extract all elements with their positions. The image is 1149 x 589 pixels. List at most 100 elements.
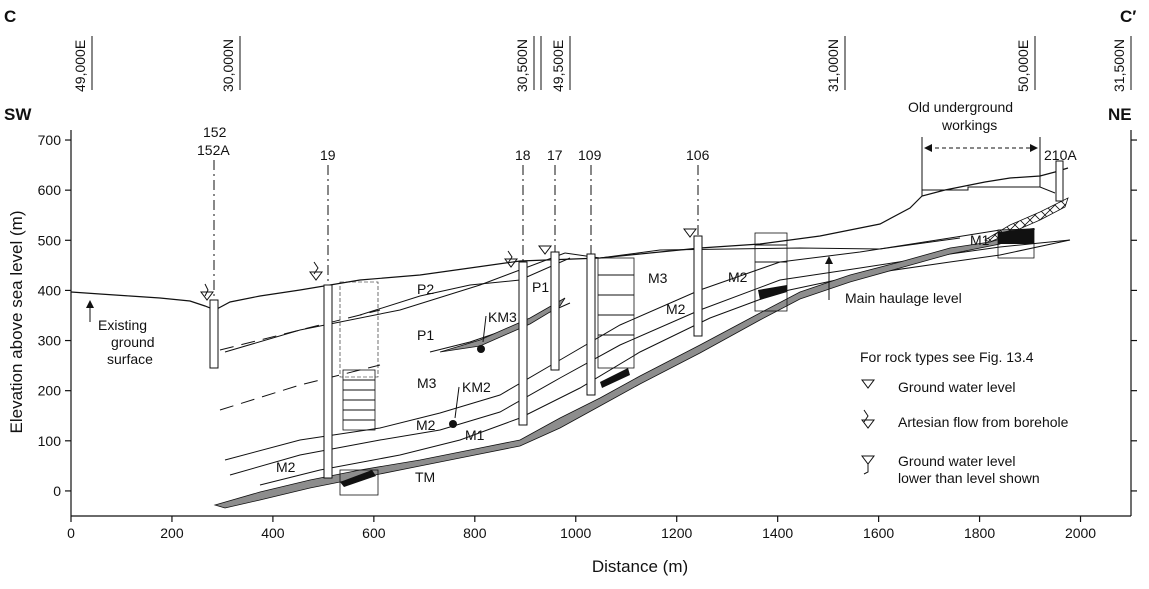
svg-text:18: 18 bbox=[515, 147, 531, 163]
x-tick-label: 600 bbox=[362, 525, 386, 541]
section-end-left: C bbox=[4, 7, 16, 26]
grid-ref-49000e: 49,000E bbox=[72, 36, 93, 92]
borehole-19: 19 bbox=[320, 147, 336, 479]
x-tick-label: 1000 bbox=[560, 525, 591, 541]
svg-text:30,000N: 30,000N bbox=[220, 39, 236, 92]
x-tick-label: 400 bbox=[261, 525, 285, 541]
y-tick-label: 200 bbox=[38, 383, 62, 399]
unit-m1: M1 bbox=[465, 427, 485, 443]
legend-artesian-item: Artesian flow from borehole bbox=[861, 409, 1069, 430]
grid-reference-markers: 49,000E 30,000N 30,500N 49,500E 31,000N … bbox=[72, 36, 1132, 92]
svg-text:152A: 152A bbox=[197, 142, 230, 158]
grid-ref-30000n: 30,000N bbox=[220, 36, 241, 92]
svg-text:Artesian flow from borehole: Artesian flow from borehole bbox=[898, 414, 1069, 430]
svg-text:50,000E: 50,000E bbox=[1015, 40, 1031, 92]
svg-text:surface: surface bbox=[107, 351, 153, 367]
x-tick-label: 0 bbox=[67, 525, 75, 541]
ground-water-level-icon bbox=[683, 228, 697, 238]
ground-surface-line bbox=[70, 167, 1069, 311]
old-workings-zone bbox=[984, 197, 1069, 243]
x-tick-label: 800 bbox=[463, 525, 487, 541]
borehole-17: 17 bbox=[547, 147, 563, 371]
svg-text:106: 106 bbox=[686, 147, 710, 163]
unit-labels: P2 P1 P1 M3 M3 M2 M2 M2 M2 M1 M1 TM KM3 … bbox=[276, 232, 990, 485]
x-tick-label: 1400 bbox=[762, 525, 793, 541]
y-tick-label: 600 bbox=[38, 182, 62, 198]
svg-text:49,000E: 49,000E bbox=[72, 40, 88, 92]
svg-text:17: 17 bbox=[547, 147, 563, 163]
boreholes: 152 152A 19 18 17 109 106 bbox=[197, 124, 1077, 479]
rock-column-210a bbox=[997, 228, 1035, 259]
unit-p1: P1 bbox=[532, 279, 549, 295]
artesian-flow-icon bbox=[504, 250, 518, 268]
seam-km3-marker bbox=[477, 345, 485, 353]
svg-text:workings: workings bbox=[941, 117, 997, 133]
direction-left: SW bbox=[4, 105, 32, 124]
unit-m2: M2 bbox=[416, 417, 436, 433]
svg-text:109: 109 bbox=[578, 147, 602, 163]
y-tick-label: 500 bbox=[38, 232, 62, 248]
x-tick-label: 2000 bbox=[1065, 525, 1096, 541]
svg-text:ground: ground bbox=[111, 334, 155, 350]
mine-bench-surface bbox=[921, 186, 1056, 196]
borehole-210a: 210A bbox=[1044, 147, 1077, 202]
svg-text:210A: 210A bbox=[1044, 147, 1077, 163]
seam-km2-marker bbox=[449, 420, 457, 428]
y-tick-label: 300 bbox=[38, 333, 62, 349]
svg-text:lower than level shown: lower than level shown bbox=[898, 470, 1040, 486]
y-tick-label: 100 bbox=[38, 433, 62, 449]
seam-km3 bbox=[439, 297, 566, 353]
grid-ref-49500e: 49,500E bbox=[550, 36, 571, 92]
y-axis: 0 100 200 300 400 500 600 700 bbox=[38, 130, 1137, 516]
unit-m2: M2 bbox=[666, 301, 686, 317]
x-tick-label: 1600 bbox=[863, 525, 894, 541]
y-axis-title: Elevation above sea level (m) bbox=[7, 210, 26, 433]
unit-m3: M3 bbox=[417, 375, 437, 391]
unit-m2: M2 bbox=[728, 269, 748, 285]
x-tick-label: 1200 bbox=[661, 525, 692, 541]
svg-text:30,500N: 30,500N bbox=[514, 39, 530, 92]
section-end-right: C′ bbox=[1120, 7, 1136, 26]
borehole-152: 152 152A bbox=[197, 124, 230, 369]
legend-gwl-item: Ground water level bbox=[861, 379, 1016, 395]
legend-title: For rock types see Fig. 13.4 bbox=[860, 349, 1034, 365]
x-axis-title: Distance (m) bbox=[592, 557, 688, 576]
borehole-109: 109 bbox=[578, 147, 602, 396]
seam-label-km3: KM3 bbox=[488, 309, 517, 325]
grid-ref-31000n: 31,000N bbox=[825, 36, 846, 92]
y-tick-label: 0 bbox=[53, 483, 61, 499]
rock-column-106 bbox=[754, 232, 788, 312]
x-tick-label: 200 bbox=[160, 525, 184, 541]
legend-lower-item: Ground water level lower than level show… bbox=[861, 453, 1040, 486]
y-tick-label: 700 bbox=[38, 132, 62, 148]
svg-text:19: 19 bbox=[320, 147, 336, 163]
x-tick-label: 1800 bbox=[964, 525, 995, 541]
svg-text:Ground water level: Ground water level bbox=[898, 379, 1016, 395]
svg-text:49,500E: 49,500E bbox=[550, 40, 566, 92]
grid-ref-50000e: 50,000E bbox=[1015, 36, 1036, 92]
unit-tm: TM bbox=[415, 469, 435, 485]
svg-text:31,000N: 31,000N bbox=[825, 39, 841, 92]
ground-water-level-icon bbox=[861, 379, 875, 389]
unit-m3: M3 bbox=[648, 270, 668, 286]
svg-text:152: 152 bbox=[203, 124, 227, 140]
svg-text:31,500N: 31,500N bbox=[1111, 39, 1127, 92]
artesian-flow-icon bbox=[861, 419, 875, 429]
rock-columns bbox=[339, 228, 1035, 496]
y-tick-label: 400 bbox=[38, 282, 62, 298]
borehole-106: 106 bbox=[686, 147, 710, 337]
seam-label-km2: KM2 bbox=[462, 379, 491, 395]
unit-m1: M1 bbox=[970, 232, 990, 248]
strata bbox=[70, 167, 1071, 509]
direction-right: NE bbox=[1108, 105, 1132, 124]
haulage-level-label: Main haulage level bbox=[845, 290, 962, 306]
ground-water-level-icon bbox=[538, 245, 552, 255]
rock-column-109 bbox=[597, 257, 635, 388]
borehole-18: 18 bbox=[515, 147, 531, 426]
unit-p1: P1 bbox=[417, 327, 434, 343]
unit-p2: P2 bbox=[417, 281, 434, 297]
grid-ref-31500n: 31,500N bbox=[1111, 36, 1132, 92]
water-level-markers bbox=[200, 228, 697, 301]
